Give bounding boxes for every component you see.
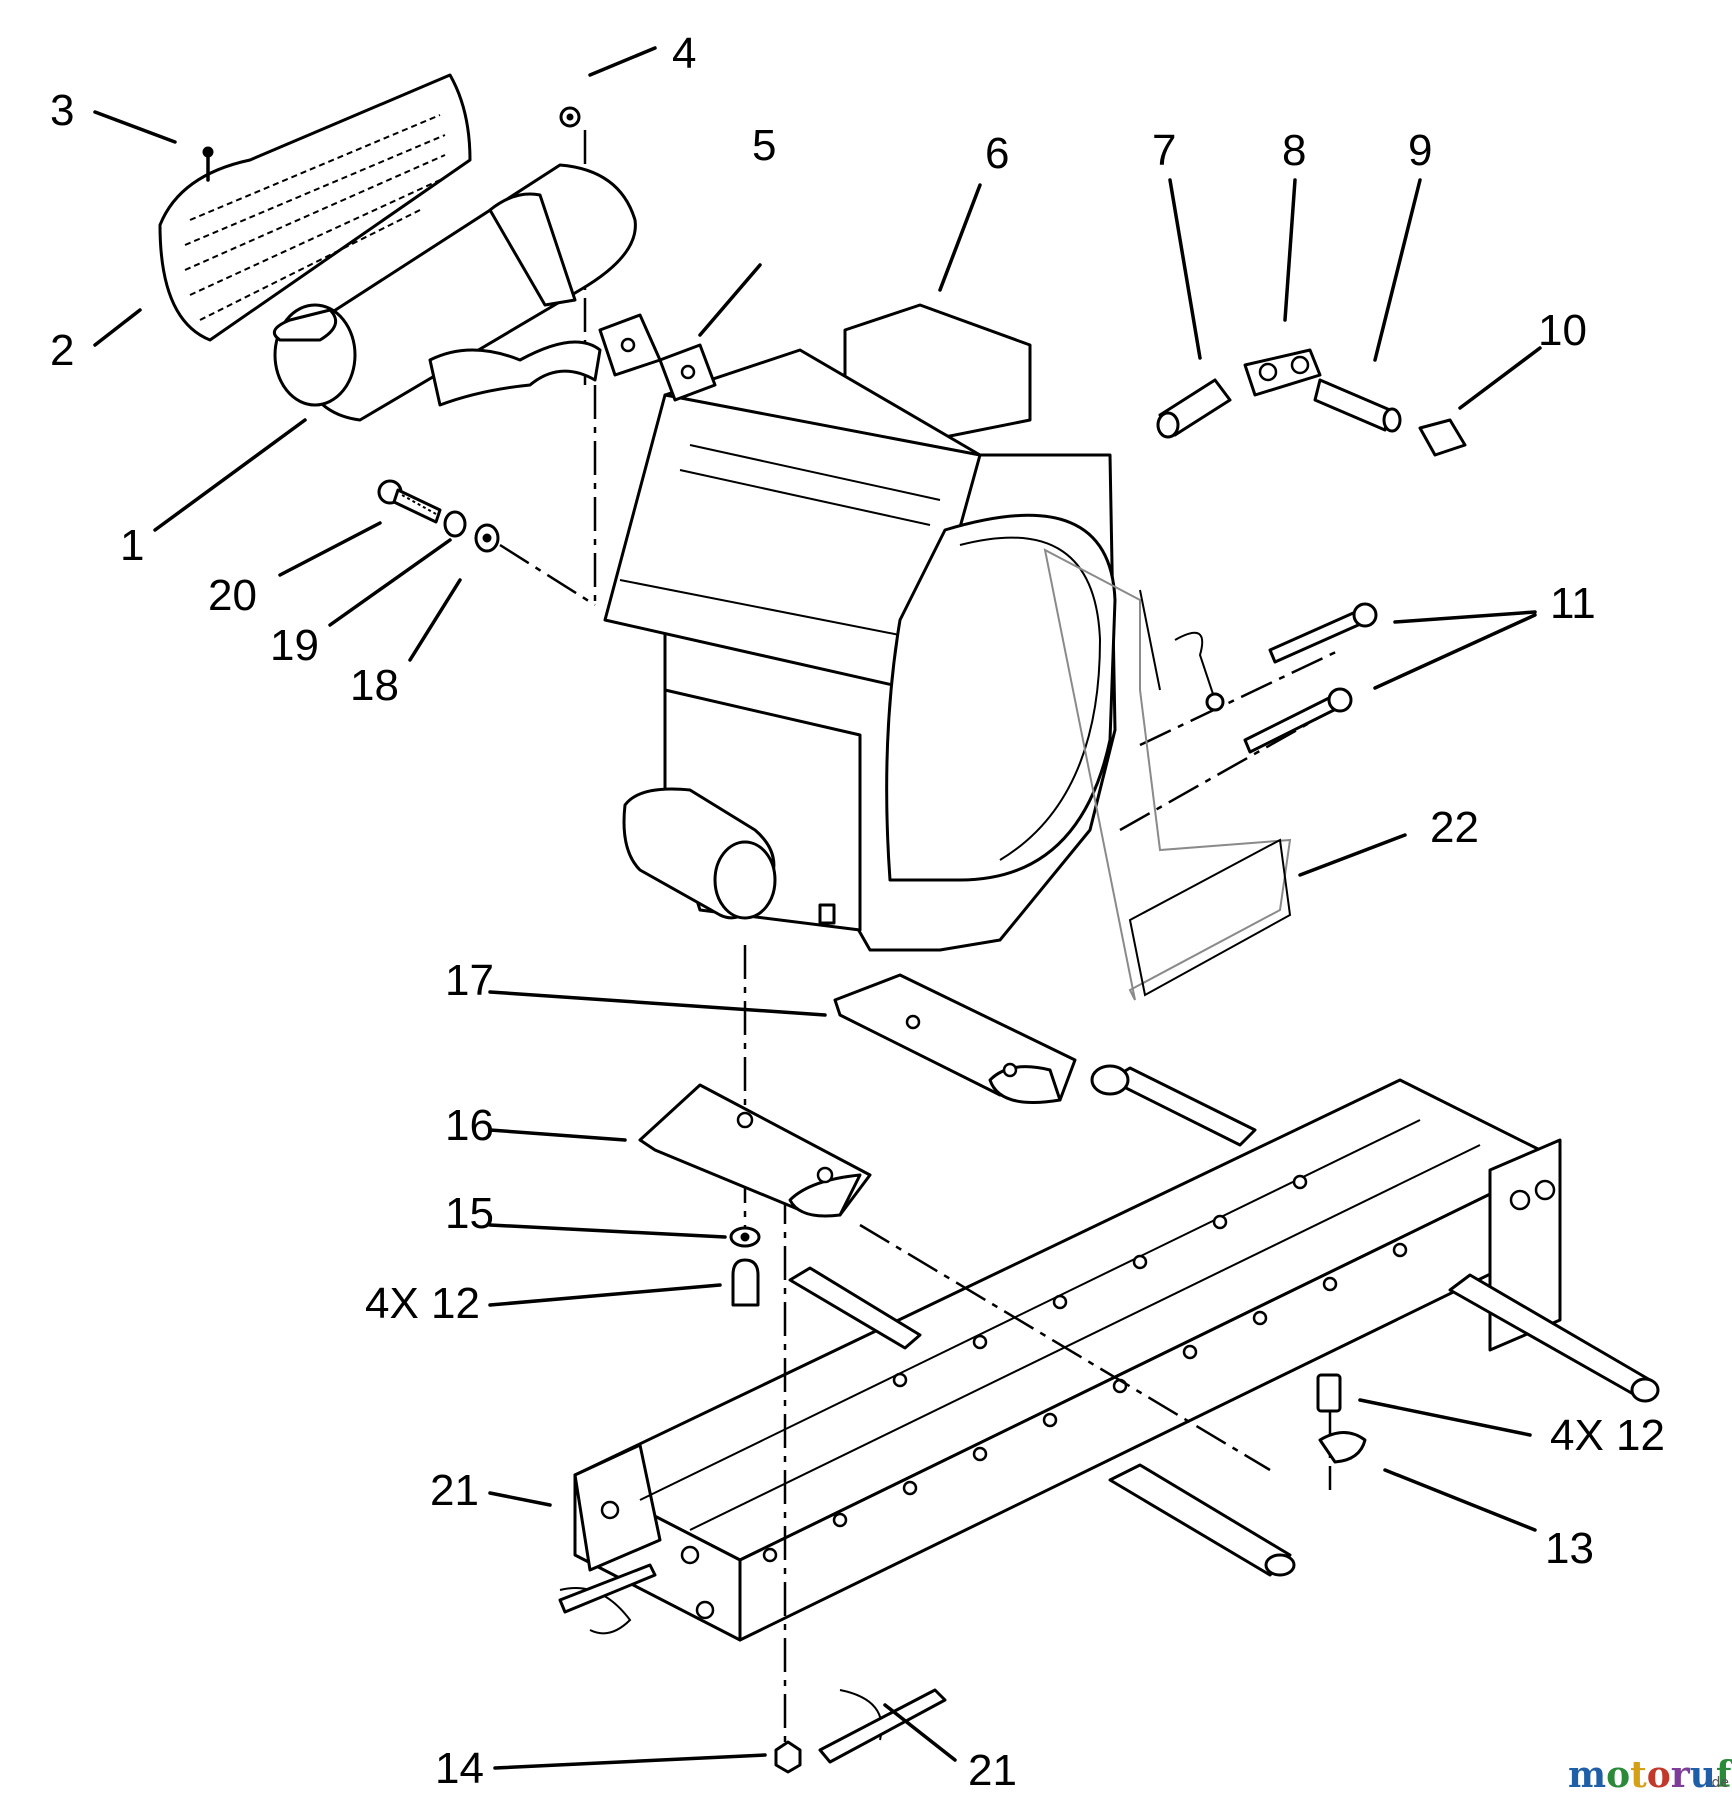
leader-1 xyxy=(153,418,307,532)
callout-8: 8 xyxy=(1282,126,1306,175)
engine-mount-plates xyxy=(638,973,1077,1218)
leader-11a xyxy=(1393,610,1537,624)
watermark-letter: u xyxy=(1690,1754,1716,1796)
callout-labels: 1 2 3 4 5 6 7 8 9 10 11 22 20 19 18 17 1… xyxy=(50,29,1665,1795)
callout-2: 2 xyxy=(50,326,74,375)
leader-11b xyxy=(1373,613,1537,690)
leader-15 xyxy=(488,1223,727,1239)
watermark-letter: m xyxy=(1568,1754,1606,1796)
leader-20 xyxy=(278,521,382,577)
leader-16 xyxy=(488,1128,627,1142)
heat-shield-perforations xyxy=(184,114,446,321)
watermark-letter: r xyxy=(1671,1754,1691,1796)
callout-11: 11 xyxy=(1550,579,1596,628)
leader-6 xyxy=(938,183,982,292)
engine-mount-bolts xyxy=(1174,602,1378,754)
leader-14 xyxy=(493,1753,767,1770)
callout-10: 10 xyxy=(1538,306,1587,355)
callout-5: 5 xyxy=(752,121,776,170)
callout-18: 18 xyxy=(350,661,399,710)
callout-14: 14 xyxy=(435,1744,484,1793)
chassis-frame xyxy=(573,1064,1660,1642)
throttle-linkage-parts xyxy=(1156,348,1467,457)
callout-17: 17 xyxy=(445,956,494,1005)
leader-18 xyxy=(408,578,462,662)
watermark-letter: o xyxy=(1606,1754,1630,1796)
leader-21a xyxy=(488,1491,552,1507)
callout-20: 20 xyxy=(208,571,257,620)
leader-12a xyxy=(488,1283,722,1307)
callout-15: 15 xyxy=(445,1189,494,1238)
callout-9: 9 xyxy=(1408,126,1432,175)
callout-4: 4 xyxy=(672,29,696,78)
leader-8 xyxy=(1283,178,1297,322)
callout-12b: 4X 12 xyxy=(1550,1411,1665,1460)
callout-19: 19 xyxy=(270,621,319,670)
callout-1: 1 xyxy=(120,521,144,570)
muffler-bolt-hardware xyxy=(377,479,500,553)
engine-block xyxy=(603,303,1292,1001)
leader-17 xyxy=(488,990,827,1017)
callout-6: 6 xyxy=(985,129,1009,178)
leader-12b xyxy=(1358,1398,1532,1437)
callout-21a: 21 xyxy=(430,1466,479,1515)
leader-9 xyxy=(1373,178,1422,362)
callout-3: 3 xyxy=(50,86,74,135)
watermark-letter: o xyxy=(1647,1754,1671,1796)
callout-21b: 21 xyxy=(968,1746,1017,1795)
callout-12a: 4X 12 xyxy=(365,1279,480,1328)
callout-7: 7 xyxy=(1152,126,1176,175)
leader-5 xyxy=(698,263,762,337)
leader-19 xyxy=(328,538,452,627)
leader-13 xyxy=(1383,1468,1537,1532)
callout-13: 13 xyxy=(1545,1524,1594,1573)
muffler-assembly xyxy=(158,73,717,422)
watermark-letter: t xyxy=(1630,1754,1647,1796)
mount-hardware xyxy=(558,1226,1367,1774)
leader-lines xyxy=(93,46,1542,1770)
leader-3 xyxy=(93,110,177,144)
watermark-letter: f xyxy=(1716,1754,1732,1796)
watermark-suffix: .de xyxy=(1707,1775,1729,1791)
leader-7 xyxy=(1168,178,1202,360)
leader-10 xyxy=(1458,346,1542,410)
leader-21b xyxy=(883,1703,957,1762)
callout-22: 22 xyxy=(1430,803,1479,852)
callout-16: 16 xyxy=(445,1101,494,1150)
leader-2 xyxy=(93,308,142,347)
leader-4 xyxy=(588,46,657,77)
motoruf-watermark: motoruf .de xyxy=(1568,1754,1732,1796)
leader-22 xyxy=(1298,833,1407,877)
watermark-text: motoruf xyxy=(1568,1754,1732,1796)
